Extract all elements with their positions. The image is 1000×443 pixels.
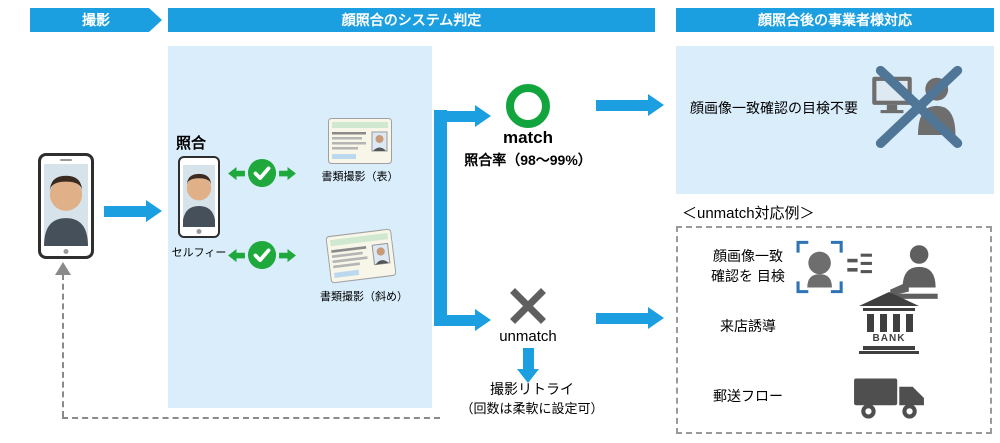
- arrow-right-icon: [279, 248, 296, 262]
- branch-connector-bar-icon: [434, 110, 447, 326]
- compare-front-group: [228, 158, 296, 188]
- arrow-match-to-action-icon: [596, 94, 664, 116]
- visual-check-line2: 確認を 目検: [711, 268, 785, 285]
- selfie-thumbnail-screen: [183, 165, 215, 227]
- arrow-unmatch-to-retry-icon: [517, 348, 539, 383]
- arrow-to-match-icon: [447, 105, 491, 127]
- header-after-match: 顔照合後の事業者様対応: [676, 8, 994, 32]
- phone-speaker-icon: [60, 159, 72, 161]
- retry-dashed-arrowhead-icon: [55, 262, 71, 275]
- header-system-label: 顔照合のシステム判定: [341, 12, 482, 28]
- arrow-left-icon: [228, 166, 245, 180]
- match-circle-icon: [506, 84, 550, 128]
- document-front-icon: [328, 118, 392, 164]
- phone-home-button-icon: [63, 249, 69, 254]
- doc-front-label: 書類撮影（表）: [321, 171, 399, 183]
- arrow-right-icon: [279, 166, 296, 180]
- selfie-label: セルフィー: [171, 247, 227, 259]
- arrow-unmatch-to-actions-icon: [596, 307, 664, 329]
- retry-line2: （回数は柔軟に設定可）: [460, 400, 604, 416]
- header-capture: 撮影: [30, 8, 162, 32]
- doc-angle-label: 書類撮影（斜め）: [320, 291, 408, 303]
- document-angled-icon: [325, 228, 397, 284]
- check-circle-icon: [247, 158, 277, 188]
- face-scan-compare-icon: [796, 240, 874, 294]
- thumb-home-button-icon: [196, 229, 202, 234]
- arrow-to-unmatch-icon: [447, 309, 491, 331]
- header-capture-label: 撮影: [82, 12, 110, 28]
- unmatch-item-visual-check: 顔画像一致 確認を 目検: [698, 246, 798, 287]
- unmatch-cross-icon: [508, 286, 548, 326]
- retry-line1: 撮影リトライ: [490, 381, 574, 397]
- selfie-thumbnail-phone-icon: [178, 156, 220, 238]
- bank-label: BANK: [872, 333, 906, 344]
- visual-check-line1: 顔画像一致: [713, 248, 783, 264]
- arrow-left-icon: [228, 248, 245, 262]
- retry-note: 撮影リトライ （回数は柔軟に設定可）: [438, 380, 626, 418]
- capture-smartphone-icon: [38, 153, 94, 259]
- no-visual-check-icon: [866, 62, 970, 156]
- header-after-label: 顔照合後の事業者様対応: [758, 12, 912, 28]
- retry-dashed-line-vertical-icon: [62, 274, 64, 417]
- unmatch-actions-box: [676, 226, 992, 434]
- check-circle-icon: [247, 240, 277, 270]
- unmatch-item-mail: 郵送フロー: [713, 388, 783, 404]
- matching-title: 照合: [176, 135, 207, 152]
- selfie-thumb-face-icon: [183, 165, 215, 227]
- compare-angle-group: [228, 240, 296, 270]
- header-system-judgment: 顔照合のシステム判定: [168, 8, 655, 32]
- match-label: match: [502, 128, 554, 147]
- match-action-text: 顔画像一致確認の目検不要: [690, 100, 858, 116]
- retry-dashed-line-horizontal-icon: [62, 417, 440, 419]
- delivery-truck-icon: [852, 374, 926, 422]
- person-laptop-icon: [882, 242, 948, 300]
- arrow-capture-to-matching-icon: [104, 200, 162, 222]
- unmatch-section-title: ＜unmatch対応例＞: [682, 205, 815, 222]
- match-rate-label: 照合率（98～99%）: [464, 152, 592, 168]
- unmatch-label: unmatch: [499, 328, 557, 345]
- bank-building-icon: [857, 290, 921, 354]
- unmatch-item-visit: 来店誘導: [720, 318, 776, 334]
- selfie-face-icon: [44, 164, 88, 246]
- capture-phone-screen: [44, 164, 88, 246]
